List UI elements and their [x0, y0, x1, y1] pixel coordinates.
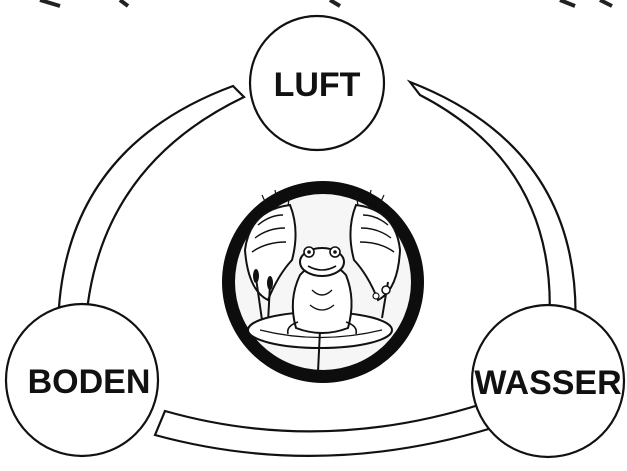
node-wasser: WASSER — [472, 305, 624, 457]
node-label-wasser: WASSER — [474, 364, 621, 402]
band-boden-wasser — [155, 404, 492, 456]
node-boden: BODEN — [6, 304, 158, 456]
cropped-title-strip — [0, 0, 627, 6]
node-label-luft: LUFT — [274, 66, 361, 104]
band-luft-boden — [58, 86, 244, 336]
band-luft-wasser — [410, 82, 576, 340]
node-luft: LUFT — [250, 16, 384, 150]
node-label-boden: BODEN — [28, 363, 151, 401]
frog-in-hands-icon — [222, 181, 424, 383]
